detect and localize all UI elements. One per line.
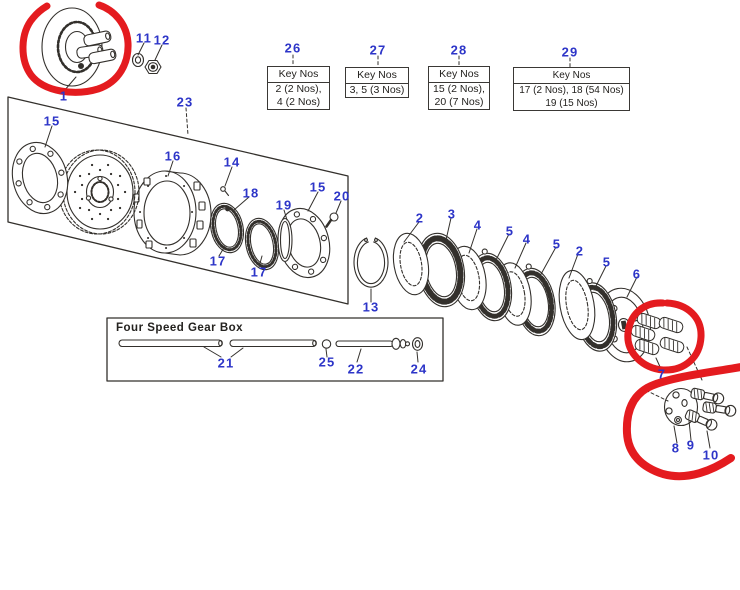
part-label-12: 12 (153, 32, 171, 48)
red-pen-annotations (19, 1, 740, 481)
key-table-26-line: 2 (2 Nos), (275, 83, 322, 95)
part-label-5: 5 (505, 223, 515, 239)
part-label-16: 16 (164, 148, 182, 164)
part-label-26: 26 (284, 40, 302, 56)
leader-lines (44, 42, 711, 449)
clutch-ring-15b (277, 207, 331, 279)
part-label-15: 15 (43, 113, 61, 129)
part-label-19: 19 (275, 197, 293, 213)
part-label-27: 27 (369, 42, 387, 58)
key-table-26: Key Nos 2 (2 Nos), 4 (2 Nos) (267, 66, 330, 110)
gearbox-drawing (106, 317, 444, 382)
nut-12 (144, 59, 162, 75)
part-label-4: 4 (473, 217, 483, 233)
part-label-1: 1 (59, 88, 69, 104)
part-label-11: 11 (135, 30, 153, 46)
red-circle-clutch-springs (624, 299, 705, 374)
clutch-ring-15a (11, 141, 69, 215)
key-table-28: Key Nos 15 (2 Nos), 20 (7 Nos) (428, 66, 490, 110)
part-label-22: 22 (347, 361, 365, 377)
part-label-8: 8 (671, 440, 681, 456)
part-label-23: 23 (176, 94, 194, 110)
chain-sprocket-drawing (58, 149, 140, 235)
part-label-24: 24 (410, 361, 428, 377)
part-label-10: 10 (702, 447, 720, 463)
sub-assembly-box (7, 96, 349, 305)
part-label-3: 3 (447, 206, 457, 222)
key-table-28-header: Key Nos (429, 67, 489, 83)
washer-11 (131, 52, 145, 68)
part-label-18: 18 (242, 185, 260, 201)
red-circle-hub-assembly (19, 1, 132, 96)
part-label-5: 5 (552, 236, 562, 252)
part-label-2: 2 (415, 210, 425, 226)
part-label-17: 17 (209, 253, 227, 269)
key-table-27-header: Key Nos (346, 68, 408, 84)
key-table-29-line: 17 (2 Nos), 18 (54 Nos) (519, 85, 624, 96)
part-label-15: 15 (309, 179, 327, 195)
part-label-6: 6 (632, 266, 642, 282)
spacer-ring-19 (277, 217, 293, 263)
key-table-27: Key Nos 3, 5 (3 Nos) (345, 67, 409, 98)
clutch-springs-7 (629, 311, 686, 357)
steel-plate-2b (558, 269, 596, 341)
part-label-2: 2 (575, 243, 585, 259)
gearbox-title: Four Speed Gear Box (116, 322, 244, 334)
clutch-hub-assembly-drawing (41, 7, 117, 87)
key-table-29: Key Nos 17 (2 Nos), 18 (54 Nos) 19 (15 N… (513, 67, 630, 111)
part-label-4: 4 (522, 231, 532, 247)
part-label-17: 17 (250, 264, 268, 280)
roller-bearing-18 (209, 202, 245, 254)
key-table-26-line: 4 (2 Nos) (276, 96, 321, 108)
key-table-26-header: Key Nos (268, 67, 329, 83)
key-table-28-line: 20 (7 Nos) (434, 96, 484, 108)
clutch-drum-16 (133, 170, 212, 256)
dashed-leader-lines (185, 54, 703, 402)
part-label-25: 25 (318, 354, 336, 370)
part-label-20: 20 (333, 188, 351, 204)
part-label-28: 28 (450, 42, 468, 58)
part-label-14: 14 (223, 154, 241, 170)
part-label-9: 9 (686, 437, 696, 453)
part-label-21: 21 (217, 355, 235, 371)
part-label-7: 7 (657, 366, 667, 382)
part-label-5: 5 (602, 254, 612, 270)
steel-plate-2a (392, 232, 430, 296)
circlip-13 (353, 237, 389, 288)
key-table-28-line: 15 (2 Nos), (433, 83, 485, 95)
key-table-29-line: 19 (15 Nos) (545, 98, 598, 109)
part-label-29: 29 (561, 44, 579, 60)
part-label-13: 13 (362, 299, 380, 315)
roller-bearing-17b (244, 217, 280, 271)
red-circle-spring-plate-detail (622, 363, 740, 481)
key-table-29-header: Key Nos (514, 68, 629, 84)
pin-14 (220, 186, 230, 197)
bolt-20 (325, 212, 339, 228)
key-table-27-line: 3, 5 (3 Nos) (349, 84, 405, 96)
